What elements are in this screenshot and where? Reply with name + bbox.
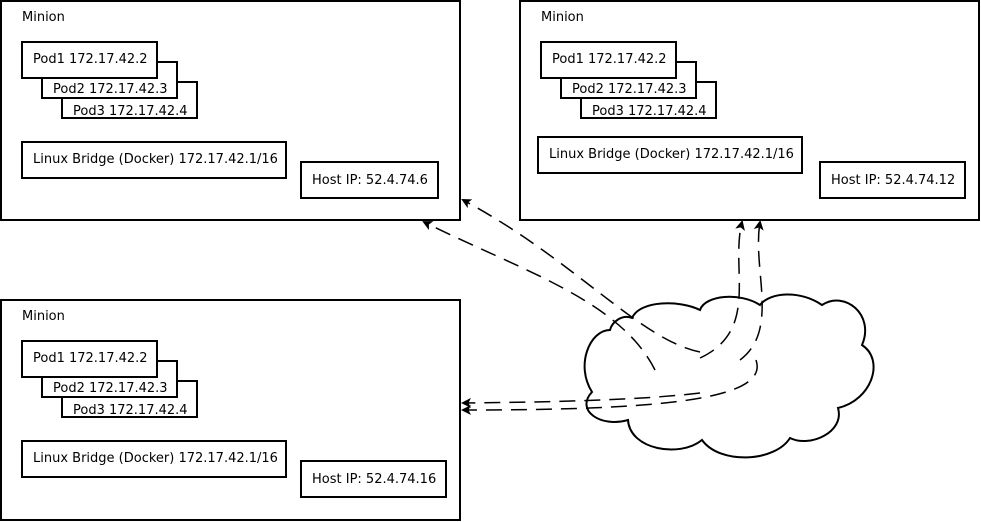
connector-to-minion-1-a bbox=[461, 199, 701, 353]
connector-to-minion-3-b bbox=[461, 359, 758, 415]
pod1-box: Pod1 172.17.42.2 bbox=[21, 41, 158, 79]
host-ip-box: Host IP: 52.4.74.12 bbox=[819, 161, 966, 199]
minion-box-1: Minion Pod3 172.17.42.4 Pod2 172.17.42.3… bbox=[0, 0, 461, 221]
host-ip-box: Host IP: 52.4.74.16 bbox=[300, 460, 447, 498]
minion-title: Minion bbox=[22, 10, 65, 25]
connector-to-minion-1-b bbox=[422, 221, 656, 371]
host-ip-box: Host IP: 52.4.74.6 bbox=[300, 161, 439, 199]
minion-box-2: Minion Pod3 172.17.42.4 Pod2 172.17.42.3… bbox=[519, 0, 980, 221]
connector-to-minion-3-a bbox=[461, 392, 701, 408]
minion-box-3: Minion Pod3 172.17.42.4 Pod2 172.17.42.3… bbox=[0, 299, 461, 521]
connector-to-minion-2-a bbox=[699, 220, 745, 359]
minion-title: Minion bbox=[22, 309, 65, 324]
cloud-icon bbox=[583, 293, 875, 459]
linux-bridge-box: Linux Bridge (Docker) 172.17.42.1/16 bbox=[21, 440, 287, 478]
linux-bridge-box: Linux Bridge (Docker) 172.17.42.1/16 bbox=[21, 141, 287, 179]
linux-bridge-box: Linux Bridge (Docker) 172.17.42.1/16 bbox=[537, 136, 803, 174]
pod1-box: Pod1 172.17.42.2 bbox=[540, 41, 677, 79]
minion-title: Minion bbox=[541, 10, 584, 25]
connector-to-minion-2-b bbox=[739, 220, 764, 361]
pod1-box: Pod1 172.17.42.2 bbox=[21, 340, 158, 378]
